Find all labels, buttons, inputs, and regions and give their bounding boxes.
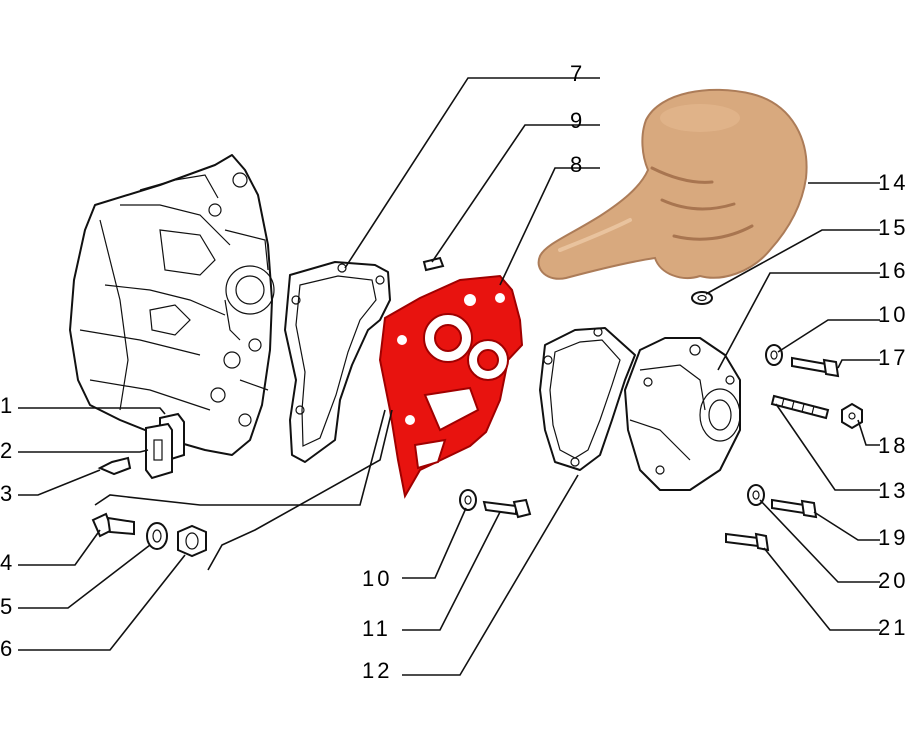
bolt-part-4 — [91, 512, 135, 538]
label-12: 12 — [362, 658, 393, 683]
gasket-part-7 — [284, 261, 391, 463]
washer-part-10-center — [459, 489, 477, 511]
label-5: 5 — [0, 594, 16, 619]
label-10-right: 10 — [878, 302, 909, 327]
screw-part-3 — [97, 456, 132, 476]
label-20: 20 — [878, 568, 909, 593]
label-18: 18 — [878, 433, 909, 458]
label-7: 7 — [570, 61, 586, 86]
gasket-part-12 — [539, 327, 636, 471]
nut-part-18 — [841, 402, 863, 430]
washer-part-15 — [691, 291, 713, 305]
label-10-center: 10 — [362, 566, 393, 591]
stud-part-13 — [770, 394, 830, 420]
label-4: 4 — [0, 550, 16, 575]
label-21: 21 — [878, 615, 909, 640]
pointing-hand-icon — [537, 88, 808, 280]
cover-part-8-highlighted — [378, 274, 524, 499]
bolt-part-11 — [482, 498, 532, 519]
cover-part-16 — [624, 337, 741, 491]
gearbox-housing — [69, 154, 275, 456]
leader-lines — [18, 77, 880, 676]
label-14: 14 — [878, 170, 909, 195]
bolt-part-17 — [791, 356, 840, 378]
label-16: 16 — [878, 258, 909, 283]
bolt-part-21 — [725, 532, 770, 552]
label-6: 6 — [0, 636, 16, 661]
washer-part-10-right — [765, 344, 783, 366]
bracket-part-2 — [145, 422, 173, 480]
label-19: 19 — [878, 525, 909, 550]
label-13: 13 — [878, 478, 909, 503]
bolt-part-19 — [771, 498, 818, 519]
nut-part-6 — [177, 524, 207, 558]
label-17: 17 — [878, 345, 909, 370]
label-15: 15 — [878, 215, 909, 240]
label-2: 2 — [0, 438, 16, 463]
label-8: 8 — [570, 152, 586, 177]
label-11: 11 — [362, 616, 391, 641]
washer-part-5 — [146, 522, 168, 550]
label-9: 9 — [570, 108, 586, 133]
label-3: 3 — [0, 481, 16, 506]
label-1: 1 — [0, 393, 16, 418]
